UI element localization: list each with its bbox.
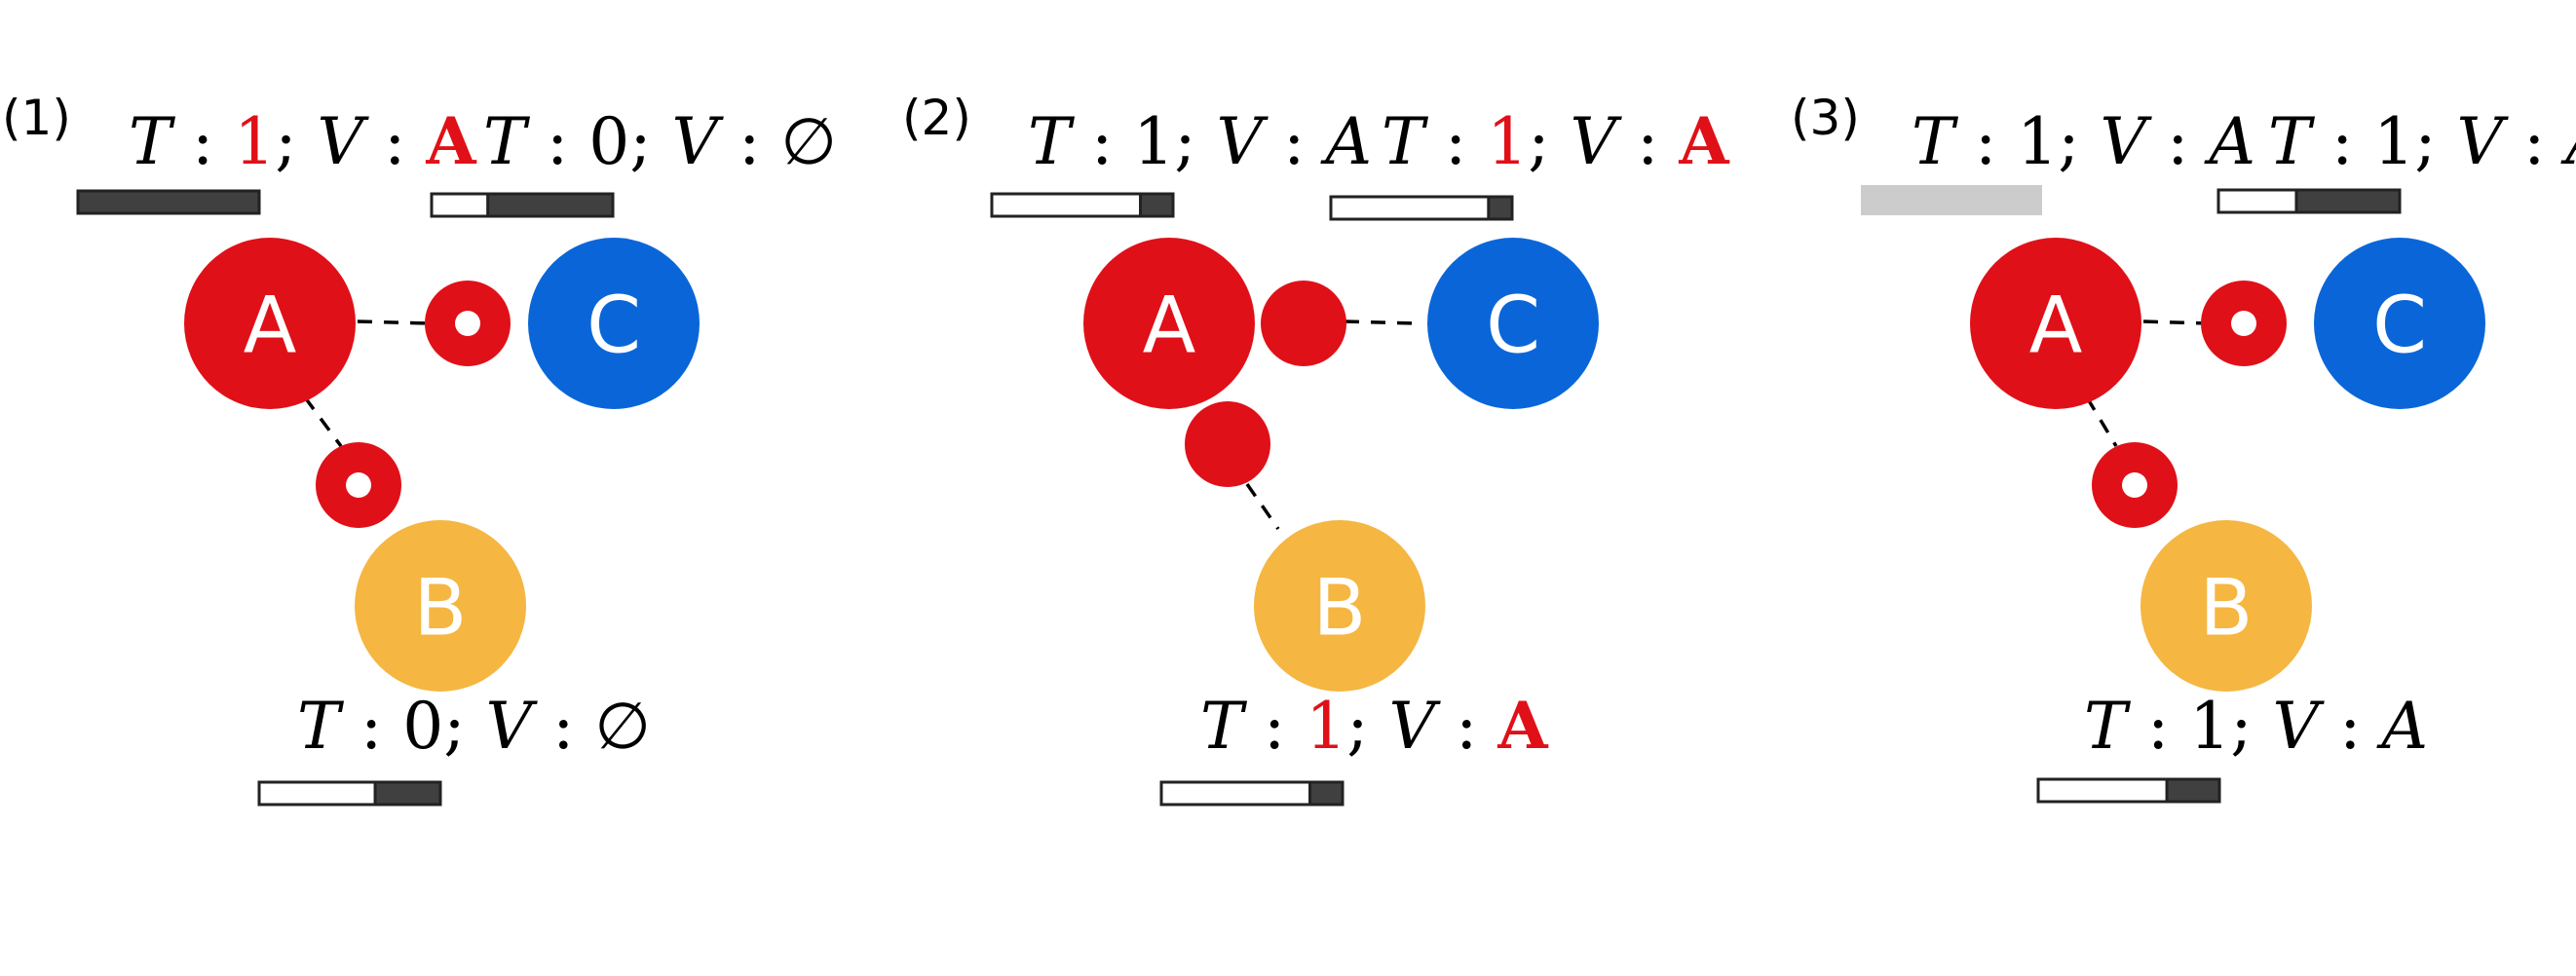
link-a-b (303, 395, 343, 448)
node-a: A (184, 238, 356, 409)
label-node-a: T : 1; V : A (129, 103, 476, 179)
message-token-a-b (316, 442, 401, 528)
node-letter: A (1143, 281, 1196, 371)
panel-number: (2) (902, 90, 971, 146)
node-letter: C (1486, 281, 1540, 371)
node-letter: C (587, 281, 641, 371)
node-letter: C (2372, 281, 2427, 371)
label-node-b: T : 1; V : A (2084, 689, 2428, 764)
message-token-a-b (2092, 442, 2178, 528)
node-b: B (2140, 520, 2312, 692)
bar-node-b (2036, 777, 2221, 804)
message-token-a-c (2201, 281, 2287, 366)
message-token-a-c (1261, 281, 1346, 366)
label-node-b: T : 1; V : A (1200, 688, 1548, 764)
node-c: C (528, 238, 700, 409)
node-b: B (1254, 520, 1425, 692)
label-node-a: T : 1; V : A (1912, 104, 2255, 179)
bar-node-c (430, 192, 615, 218)
node-c: C (1427, 238, 1599, 409)
node-letter: B (2200, 563, 2254, 654)
label-node-b: T : 0; V : ∅ (297, 689, 651, 764)
bar-node-b (257, 780, 442, 807)
link-a-c (357, 319, 430, 325)
bar-node-c (2216, 188, 2402, 214)
label-node-c: T : 0; V : ∅ (483, 104, 837, 179)
bar-node-a (76, 189, 261, 215)
node-a: A (1083, 238, 1255, 409)
link-a-c (2142, 319, 2208, 325)
link-a-b (1245, 483, 1280, 530)
bar-node-a (990, 192, 1175, 218)
bar-node-a (1861, 185, 2042, 215)
node-b: B (355, 520, 526, 692)
node-letter: B (414, 563, 468, 654)
node-letter: B (1313, 563, 1367, 654)
node-a: A (1970, 238, 2141, 409)
node-letter: A (2029, 281, 2083, 371)
link-a-c (1344, 319, 1419, 325)
label-node-c: T : 1; V : A (1382, 103, 1729, 179)
message-token-a-b (1185, 401, 1270, 487)
bar-node-c (1329, 195, 1514, 221)
label-node-a: T : 1; V : A (1028, 104, 1372, 179)
bar-node-b (1159, 780, 1345, 807)
link-a-b (2085, 396, 2118, 447)
node-c: C (2314, 238, 2485, 409)
node-letter: A (244, 281, 297, 371)
label-node-c: T : 1; V : A (2268, 104, 2576, 179)
message-token-a-c (425, 281, 511, 366)
panel-number: (1) (2, 90, 71, 146)
panel-number: (3) (1791, 90, 1860, 146)
